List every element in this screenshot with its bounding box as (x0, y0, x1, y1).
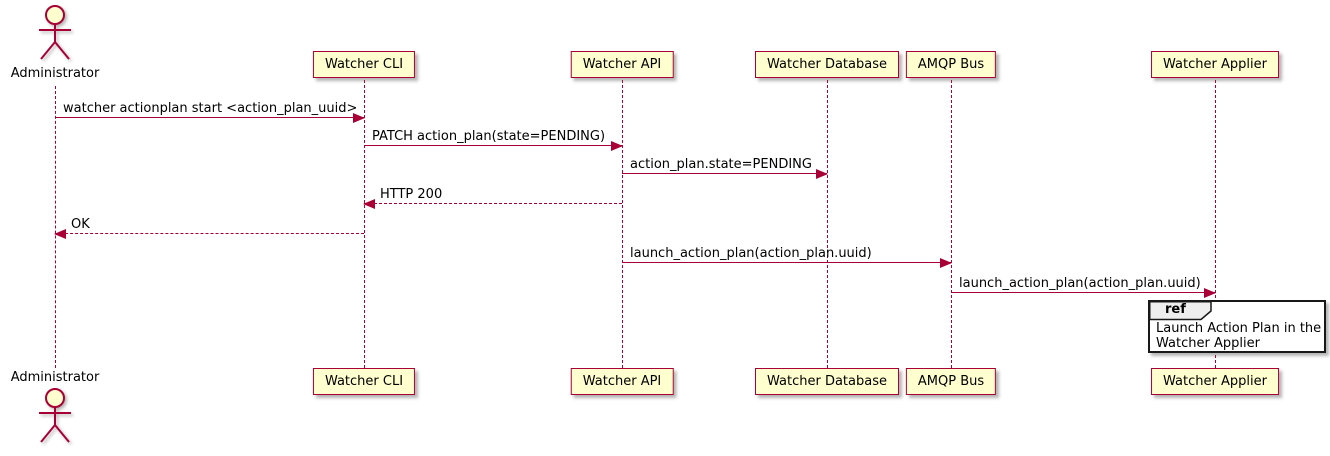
ref-fragment: ref Launch Action Plan in the Watcher Ap… (1148, 300, 1326, 353)
ref-tag-icon (1149, 301, 1212, 321)
lifeline-watcher-api (622, 80, 623, 368)
message-patch-action-plan: PATCH action_plan(state=PENDING) (364, 129, 623, 151)
message-ok: OK (54, 217, 364, 239)
message-launch-action-plan-amqp: launch_action_plan(action_plan.uuid) (622, 246, 952, 268)
message-label: launch_action_plan(action_plan.uuid) (959, 276, 1201, 291)
participant-watcher-cli-top: Watcher CLI (312, 51, 416, 78)
participant-watcher-api-bottom: Watcher API (570, 368, 674, 395)
participant-watcher-cli-bottom: Watcher CLI (312, 368, 416, 395)
message-label: PATCH action_plan(state=PENDING) (372, 129, 606, 144)
arrowhead-right-icon (940, 258, 952, 268)
arrowhead-left-icon (363, 199, 375, 209)
lifeline-amqp-bus (951, 80, 952, 368)
message-label: OK (71, 217, 90, 232)
arrowhead-left-icon (54, 229, 66, 239)
participant-watcher-database-top: Watcher Database (755, 51, 899, 78)
actor-label-top: Administrator (10, 66, 100, 81)
message-label: action_plan.state=PENDING (630, 157, 812, 172)
participant-watcher-applier-top: Watcher Applier (1151, 51, 1279, 78)
actor-icon (39, 5, 71, 60)
lifeline-watcher-applier (1215, 80, 1216, 368)
participant-amqp-bus-bottom: AMQP Bus (905, 368, 997, 395)
ref-text-line: Launch Action Plan in the (1156, 321, 1322, 336)
participant-amqp-bus-top: AMQP Bus (905, 51, 997, 78)
ref-text: Launch Action Plan in the Watcher Applie… (1156, 321, 1321, 351)
ref-keyword: ref (1165, 302, 1186, 317)
lifeline-watcher-database (827, 80, 828, 368)
arrowhead-right-icon (611, 141, 623, 151)
participant-watcher-database-bottom: Watcher Database (755, 368, 899, 395)
message-state-pending: action_plan.state=PENDING (622, 157, 828, 179)
message-label: watcher actionplan start <action_plan_uu… (63, 101, 358, 116)
actor-icon (39, 388, 71, 443)
message-actionplan-start: watcher actionplan start <action_plan_uu… (55, 101, 365, 123)
participant-watcher-api-top: Watcher API (570, 51, 674, 78)
actor-label-bottom: Administrator (10, 370, 100, 385)
lifeline-administrator (55, 86, 56, 368)
message-label: HTTP 200 (380, 187, 443, 202)
lifeline-watcher-cli (364, 80, 365, 368)
participant-watcher-applier-bottom: Watcher Applier (1151, 368, 1279, 395)
arrowhead-right-icon (353, 113, 365, 123)
ref-text-line: Watcher Applier (1156, 336, 1260, 351)
message-http-200: HTTP 200 (363, 187, 622, 209)
arrowhead-right-icon (816, 169, 828, 179)
arrowhead-right-icon (1204, 288, 1216, 298)
message-label: launch_action_plan(action_plan.uuid) (630, 246, 872, 261)
message-launch-action-plan-applier: launch_action_plan(action_plan.uuid) (951, 276, 1216, 298)
